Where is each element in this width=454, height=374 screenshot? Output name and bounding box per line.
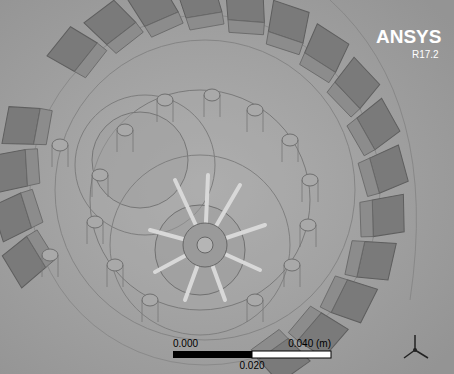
scale-start: 0.000: [173, 338, 198, 349]
version-label: R17.2: [412, 49, 439, 60]
software-logo: ANSYS: [376, 26, 441, 48]
scale-end: 0.040 (m): [288, 338, 331, 349]
scale-mid: 0.020: [239, 360, 264, 371]
